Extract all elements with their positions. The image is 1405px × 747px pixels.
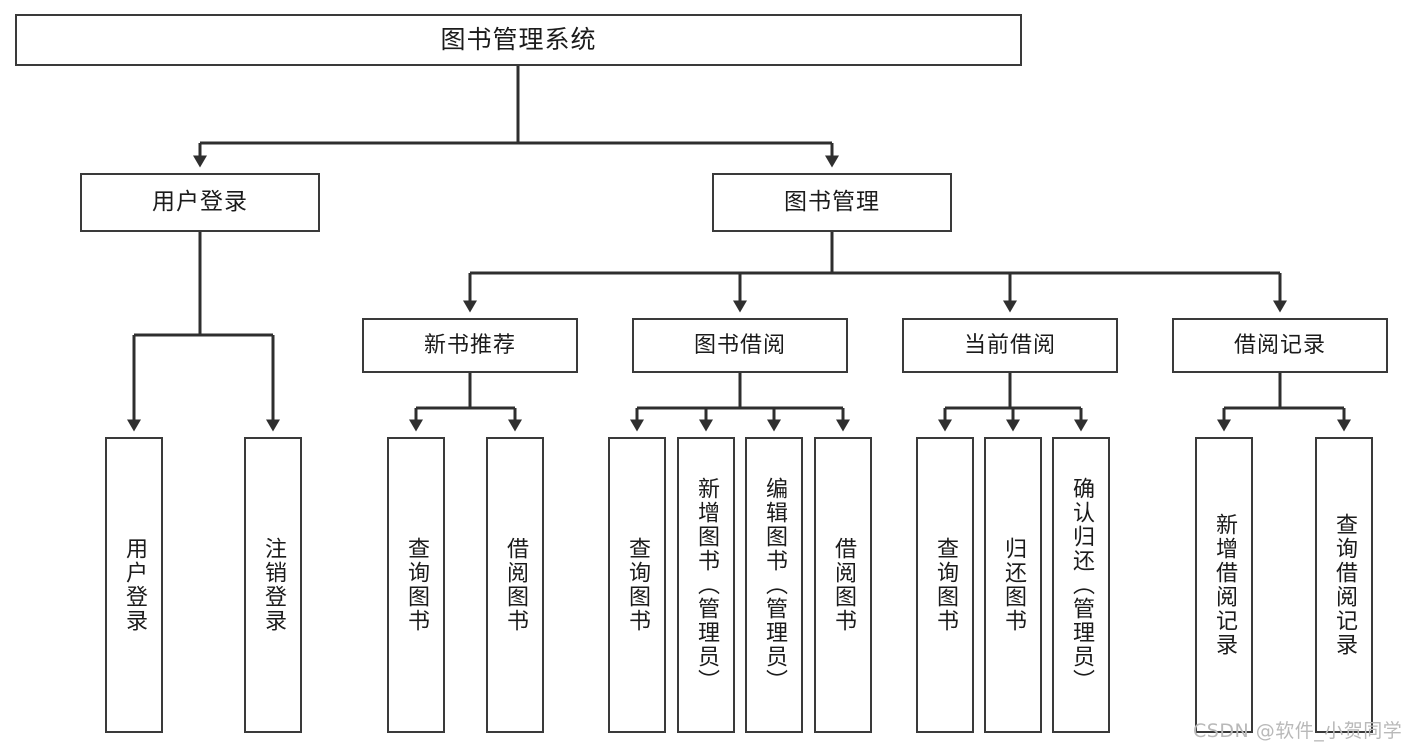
node-leaf-query-book-rec[interactable]: 查询图书 bbox=[387, 437, 445, 733]
node-new-book-recommend-label: 新书推荐 bbox=[423, 332, 516, 358]
node-book-borrow[interactable]: 图书借阅 bbox=[632, 318, 848, 373]
node-user-login-label: 用户登录 bbox=[152, 188, 248, 215]
node-current-borrow-label: 当前借阅 bbox=[963, 332, 1056, 358]
node-leaf-logout[interactable]: 注销登录 bbox=[244, 437, 302, 733]
node-current-borrow[interactable]: 当前借阅 bbox=[902, 318, 1118, 373]
node-book-manage[interactable]: 图书管理 bbox=[712, 173, 952, 232]
node-new-book-recommend[interactable]: 新书推荐 bbox=[362, 318, 578, 373]
node-leaf-add-book[interactable]: 新增图书（管理员） bbox=[677, 437, 735, 733]
node-leaf-borrow-book-label: 借阅图书 bbox=[830, 537, 856, 633]
node-borrow-record[interactable]: 借阅记录 bbox=[1172, 318, 1388, 373]
watermark: CSDN @软件_小贺同学 bbox=[1193, 720, 1403, 742]
node-leaf-logout-label: 注销登录 bbox=[260, 537, 286, 633]
node-leaf-edit-book[interactable]: 编辑图书（管理员） bbox=[745, 437, 803, 733]
node-book-borrow-label: 图书借阅 bbox=[693, 332, 786, 358]
node-leaf-add-book-label: 新增图书（管理员） bbox=[693, 477, 719, 693]
node-leaf-query-book-cur[interactable]: 查询图书 bbox=[916, 437, 974, 733]
node-leaf-confirm-return[interactable]: 确认归还（管理员） bbox=[1052, 437, 1110, 733]
node-leaf-query-book-borrow-label: 查询图书 bbox=[624, 537, 650, 633]
node-leaf-borrow-book-rec[interactable]: 借阅图书 bbox=[486, 437, 544, 733]
node-leaf-add-record-label: 新增借阅记录 bbox=[1211, 513, 1237, 657]
node-leaf-return-book[interactable]: 归还图书 bbox=[984, 437, 1042, 733]
node-leaf-edit-book-label: 编辑图书（管理员） bbox=[761, 477, 787, 693]
node-leaf-add-record[interactable]: 新增借阅记录 bbox=[1195, 437, 1253, 733]
node-leaf-query-record-label: 查询借阅记录 bbox=[1331, 513, 1357, 657]
node-leaf-borrow-book-rec-label: 借阅图书 bbox=[502, 537, 528, 633]
node-leaf-query-book-cur-label: 查询图书 bbox=[932, 537, 958, 633]
node-leaf-query-book-rec-label: 查询图书 bbox=[403, 537, 429, 633]
node-leaf-user-login[interactable]: 用户登录 bbox=[105, 437, 163, 733]
node-leaf-user-login-label: 用户登录 bbox=[121, 537, 147, 633]
node-user-login[interactable]: 用户登录 bbox=[80, 173, 320, 232]
node-root-label: 图书管理系统 bbox=[440, 25, 597, 55]
node-borrow-record-label: 借阅记录 bbox=[1233, 332, 1326, 358]
node-leaf-query-book-borrow[interactable]: 查询图书 bbox=[608, 437, 666, 733]
node-book-manage-label: 图书管理 bbox=[784, 188, 880, 215]
node-leaf-borrow-book[interactable]: 借阅图书 bbox=[814, 437, 872, 733]
node-leaf-query-record[interactable]: 查询借阅记录 bbox=[1315, 437, 1373, 733]
node-leaf-return-book-label: 归还图书 bbox=[1000, 537, 1026, 633]
node-leaf-confirm-return-label: 确认归还（管理员） bbox=[1068, 477, 1094, 693]
node-root[interactable]: 图书管理系统 bbox=[15, 14, 1022, 66]
